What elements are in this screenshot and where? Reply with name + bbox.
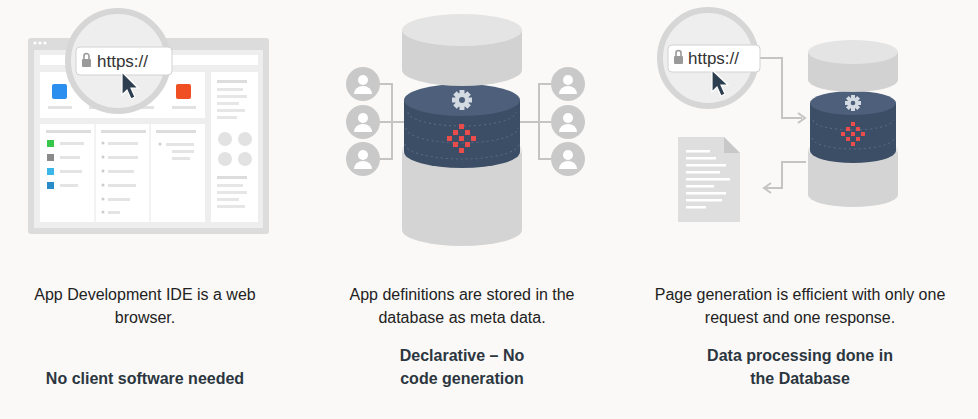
tagline-text: Data processing done in the Database — [703, 344, 898, 390]
description-text: App definitions are stored in the databa… — [327, 283, 597, 329]
magnifier — [660, 10, 760, 106]
database-stack — [808, 40, 898, 207]
flow-arrows — [758, 58, 806, 193]
description-text: Page generation is efficient with only o… — [635, 283, 965, 329]
url-text: https:// — [97, 50, 148, 73]
tagline-text: Declarative – No code generation — [386, 344, 538, 390]
browser-window — [28, 38, 269, 234]
url-text: https:// — [688, 47, 739, 70]
user-connectors — [380, 84, 551, 159]
document-icon — [678, 137, 740, 222]
magnifier — [68, 11, 172, 111]
database-stack — [402, 14, 522, 246]
tagline-text: No client software needed — [15, 367, 275, 390]
description-text: App Development IDE is a web browser. — [15, 283, 275, 329]
user-icons — [346, 67, 585, 176]
